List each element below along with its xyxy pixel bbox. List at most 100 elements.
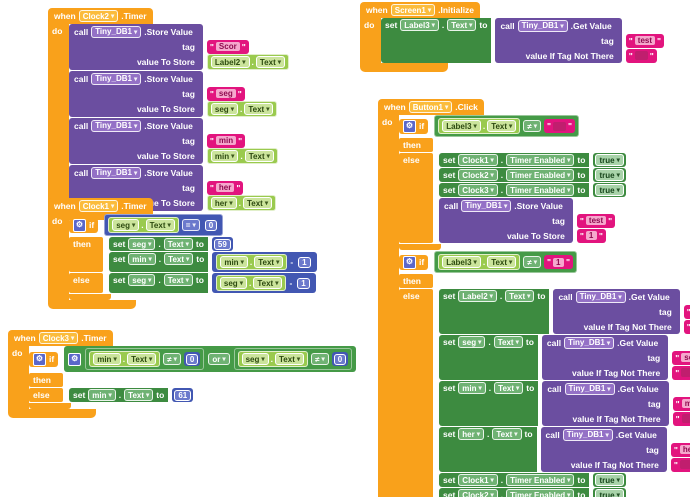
text-string-field[interactable]: her	[679, 445, 690, 454]
property-dropdown[interactable]: Text▾	[494, 382, 524, 394]
property-dropdown[interactable]: Timer Enabled▾	[506, 184, 575, 196]
text-string-block[interactable]: "min"	[672, 396, 690, 411]
math-compare-block[interactable]: seg▾.Text▾=▾0	[104, 214, 224, 236]
property-dropdown[interactable]: Text▾	[487, 120, 517, 132]
empty-socket[interactable]	[439, 138, 465, 149]
logic-compare-block[interactable]: seg▾.Text▾≠▾0	[233, 348, 353, 370]
component-property-getter[interactable]: seg▾.Text▾	[206, 101, 278, 117]
property-dropdown[interactable]: Timer Enabled▾	[506, 154, 575, 166]
text-string-field[interactable]: her	[215, 183, 235, 192]
component-dropdown[interactable]: min▾	[93, 353, 121, 365]
component-dropdown[interactable]: Screen1▾	[390, 4, 436, 16]
number-block[interactable]: 0	[202, 218, 220, 232]
number-block[interactable]: 0	[331, 352, 349, 366]
logic-true-block[interactable]: true▾	[593, 488, 626, 497]
component-dropdown[interactable]: Tiny_DB1▾	[91, 166, 142, 179]
number-field[interactable]: 1	[297, 277, 310, 289]
empty-socket[interactable]	[439, 274, 465, 285]
number-field[interactable]: 1	[298, 256, 311, 268]
text-string-block[interactable]: ""	[670, 457, 690, 472]
text-string-block[interactable]: "her"	[670, 442, 690, 457]
property-dropdown[interactable]: Text▾	[505, 290, 535, 302]
component-dropdown[interactable]: Tiny_DB1▾	[91, 72, 142, 85]
text-string-block[interactable]: "1"	[576, 228, 606, 243]
text-string-block[interactable]: "her"	[206, 180, 244, 195]
operator-dropdown[interactable]: ≠▾	[523, 256, 541, 268]
text-string-block[interactable]: ""	[683, 319, 690, 334]
number-field[interactable]: 0	[333, 353, 347, 365]
component-dropdown[interactable]: Tiny_DB1▾	[517, 19, 568, 32]
property-dropdown[interactable]: Text▾	[242, 197, 273, 209]
component-dropdown[interactable]: seg▾	[458, 336, 486, 348]
boolean-dropdown[interactable]: true▾	[595, 169, 624, 181]
property-dropdown[interactable]: Text▾	[163, 238, 193, 250]
logic-compare-block[interactable]: min▾.Text▾≠▾0	[85, 348, 205, 370]
text-string-field[interactable]	[553, 121, 566, 131]
component-dropdown[interactable]: Tiny_DB1▾	[91, 119, 142, 132]
or-operator-dropdown[interactable]: or▾	[208, 353, 230, 365]
text-string-field[interactable]: min	[681, 399, 690, 408]
text-string-field[interactable]	[679, 460, 690, 469]
property-dropdown[interactable]: Text▾	[164, 253, 194, 265]
component-dropdown[interactable]: Tiny_DB1▾	[564, 336, 615, 349]
component-dropdown[interactable]: her▾	[210, 197, 237, 209]
component-dropdown[interactable]: Label2▾	[458, 290, 497, 302]
number-block[interactable]: 61	[172, 388, 194, 402]
component-dropdown[interactable]: Label3▾	[442, 120, 481, 132]
operator-dropdown[interactable]: ≠▾	[523, 120, 541, 132]
component-dropdown[interactable]: Tiny_DB1▾	[562, 428, 613, 441]
component-dropdown[interactable]: Clock2▾	[78, 10, 119, 22]
property-dropdown[interactable]: Text▾	[255, 56, 285, 68]
logic-compare-block[interactable]: Label3▾.Text▾≠▾"1"	[434, 251, 578, 273]
number-block[interactable]: 59	[211, 237, 233, 251]
component-dropdown[interactable]: Clock2▾	[458, 489, 498, 497]
logic-true-block[interactable]: true▾	[593, 153, 626, 167]
number-block[interactable]: 1	[295, 276, 312, 290]
property-dropdown[interactable]: Text▾	[124, 389, 154, 401]
boolean-dropdown[interactable]: true▾	[595, 474, 624, 486]
property-dropdown[interactable]: Text▾	[253, 277, 283, 289]
property-dropdown[interactable]: Timer Enabled▾	[506, 489, 575, 497]
text-string-block[interactable]: "Scor"	[683, 304, 690, 319]
property-dropdown[interactable]: Timer Enabled▾	[506, 474, 575, 486]
component-dropdown[interactable]: Clock3▾	[458, 184, 498, 196]
component-dropdown[interactable]: Tiny_DB1▾	[91, 25, 142, 38]
text-string-block[interactable]: "seg"	[672, 350, 690, 365]
boolean-dropdown[interactable]: true▾	[595, 154, 624, 166]
math-subtract-block[interactable]: min▾.Text▾-1	[212, 252, 317, 272]
number-field[interactable]: 61	[174, 389, 192, 401]
text-string-field[interactable]	[681, 368, 690, 377]
component-property-getter[interactable]: seg▾.Text▾	[237, 351, 309, 367]
property-dropdown[interactable]: Text▾	[145, 219, 175, 231]
component-dropdown[interactable]: Tiny_DB1▾	[575, 290, 626, 303]
component-dropdown[interactable]: Tiny_DB1▾	[461, 199, 512, 212]
text-string-block[interactable]: "seg"	[206, 86, 245, 101]
component-dropdown[interactable]: min▾	[210, 150, 239, 162]
text-string-field[interactable]: 1	[553, 257, 564, 267]
component-dropdown[interactable]: seg▾	[219, 277, 247, 289]
component-property-getter[interactable]: Label2▾.Text▾	[206, 54, 289, 70]
text-string-block[interactable]: "Scor"	[206, 39, 249, 54]
number-field[interactable]: 0	[185, 353, 199, 365]
component-dropdown[interactable]: Clock1▾	[458, 154, 498, 166]
text-string-block[interactable]: ""	[672, 411, 690, 426]
